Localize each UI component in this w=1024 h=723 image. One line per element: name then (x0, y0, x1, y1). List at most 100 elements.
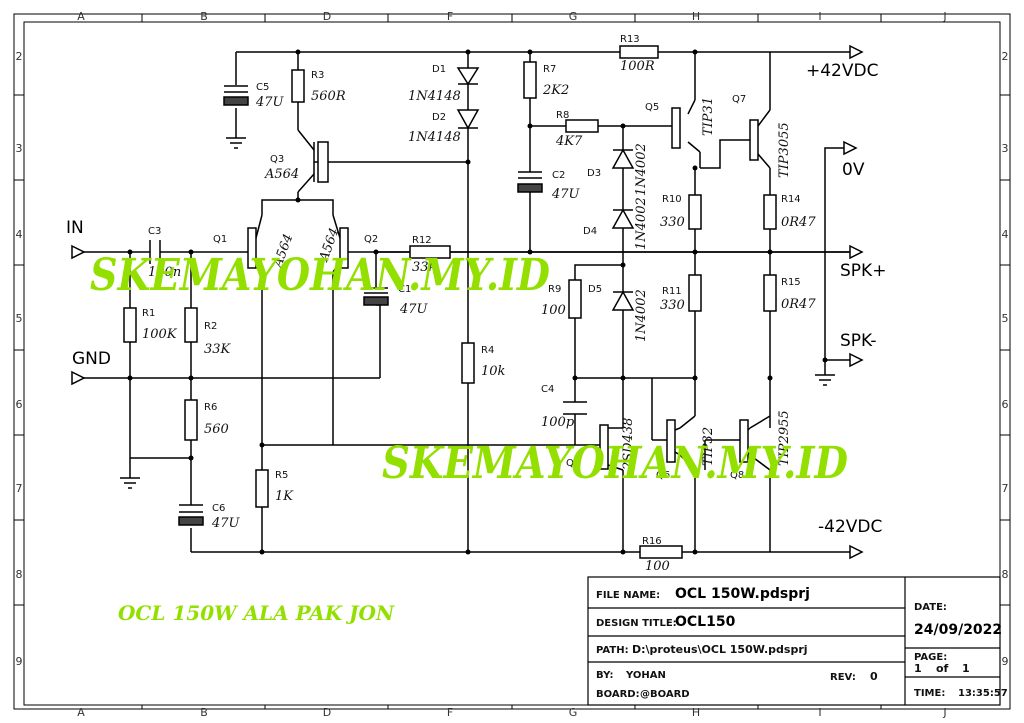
ref-q3: Q3 (270, 154, 284, 165)
row-label: 4 (1002, 228, 1009, 241)
value-r1: 100K (142, 327, 178, 342)
page-total: 1 (962, 662, 970, 675)
value-r12: 33k (412, 260, 437, 275)
value-d5: 1N4002 (634, 289, 649, 342)
resistor-r9 (568, 279, 582, 319)
resistor-r10 (688, 194, 702, 230)
ref-r12: R12 (412, 235, 432, 246)
ref-d2: D2 (432, 112, 446, 123)
design-title-label: DESIGN TITLE: (596, 618, 677, 629)
date-value: 24/09/2022 (914, 622, 1002, 638)
ref-c2: C2 (552, 170, 565, 181)
ref-q4: Q4 (566, 458, 580, 469)
port-spkneg-arrow (849, 352, 864, 368)
row-label: 3 (16, 142, 23, 155)
row-label: 2 (16, 50, 23, 63)
col-label: A (77, 10, 85, 23)
col-label: B (200, 10, 208, 23)
diode-d5 (611, 290, 635, 311)
title-block (587, 576, 1001, 706)
value-r3: 560R (311, 89, 346, 104)
value-c6: 47U (211, 516, 241, 531)
resistor-r5 (255, 469, 269, 508)
resistor-r14 (763, 194, 777, 230)
value-r15: 0R47 (781, 297, 816, 312)
rev-value: 0 (870, 670, 878, 683)
row-label: 9 (16, 655, 23, 668)
col-label: H (692, 10, 700, 23)
ref-r2: R2 (204, 321, 217, 332)
row-label: 8 (16, 568, 23, 581)
path-value: D:\proteus\OCL 150W.pdsprj (632, 643, 808, 656)
col-label: D (323, 706, 331, 719)
ref-r9: R9 (548, 284, 561, 295)
ref-c4: C4 (541, 384, 554, 395)
row-label: 4 (16, 228, 23, 241)
value-r2: 33K (204, 342, 232, 357)
transistors (240, 107, 759, 470)
sheet-border (13, 13, 1011, 710)
ref-c3: C3 (148, 226, 161, 237)
value-c2: 47U (551, 187, 581, 202)
port-arrows (71, 44, 864, 560)
by-label: BY: (596, 670, 613, 681)
port-spkpos-label: SPK+ (840, 261, 886, 281)
path-label: PATH: (596, 645, 629, 656)
ref-r13: R13 (620, 34, 640, 45)
port-in-label: IN (66, 218, 84, 238)
col-label: G (569, 706, 578, 719)
grid-labels: A B D F G H I J A B D F G H I J 2 3 4 5 … (16, 10, 1009, 719)
col-label: I (818, 706, 821, 719)
col-label: J (942, 706, 946, 719)
by-value: YOHAN (625, 670, 666, 681)
file-name-label: FILE NAME: (596, 590, 660, 601)
resistor-r15 (763, 274, 777, 312)
ref-r14: R14 (781, 194, 801, 205)
capacitors (149, 85, 587, 526)
page-label: PAGE: (914, 652, 947, 663)
row-label: 7 (1002, 482, 1009, 495)
ref-r4: R4 (481, 345, 494, 356)
value-r8: 4K7 (555, 134, 583, 149)
value-q7: TIP3055 (777, 122, 792, 178)
value-c1: 47U (399, 302, 429, 317)
project-title: OCL 150W ALA PAK JON (118, 601, 395, 625)
ref-q7: Q7 (732, 94, 746, 105)
board-label: BOARD: (596, 689, 640, 700)
port-vneg-label: -42VDC (818, 517, 882, 537)
component-labels: C5 47U R3 560R D1 1N4148 D2 1N4148 R7 2K… (142, 34, 816, 574)
page-of: of (936, 662, 949, 675)
ref-r7: R7 (543, 64, 556, 75)
ref-r16: R16 (642, 536, 662, 547)
value-c4: 100p (541, 415, 575, 430)
col-label: A (77, 706, 85, 719)
resistor-r1 (123, 307, 137, 343)
diode-d2 (456, 109, 480, 130)
diode-d1 (456, 67, 480, 86)
row-label: 3 (1002, 142, 1009, 155)
ref-q2: Q2 (364, 234, 378, 245)
value-r7: 2K2 (542, 83, 569, 98)
ref-d5: D5 (588, 284, 602, 295)
port-vpos-label: +42VDC (806, 61, 878, 81)
ref-r8: R8 (556, 110, 569, 121)
diode-d3 (611, 148, 635, 169)
ref-r11: R11 (662, 286, 682, 297)
col-label: I (818, 10, 821, 23)
col-label: F (447, 706, 453, 719)
port-vpos-arrow (849, 44, 864, 60)
ref-d4: D4 (583, 226, 597, 237)
value-r16: 100 (645, 559, 670, 574)
row-label: 5 (1002, 312, 1009, 325)
ref-q5: Q5 (645, 102, 659, 113)
value-d2: 1N4148 (408, 130, 461, 145)
ref-r1: R1 (142, 308, 155, 319)
value-q8: TIP2955 (777, 410, 792, 466)
value-r10: 330 (660, 215, 685, 230)
row-label: 2 (1002, 50, 1009, 63)
value-r14: 0R47 (781, 215, 816, 230)
ref-c6: C6 (212, 503, 225, 514)
resistor-r4 (461, 342, 475, 384)
ref-c1: C1 (398, 284, 411, 295)
value-c3: 100n (148, 265, 181, 280)
